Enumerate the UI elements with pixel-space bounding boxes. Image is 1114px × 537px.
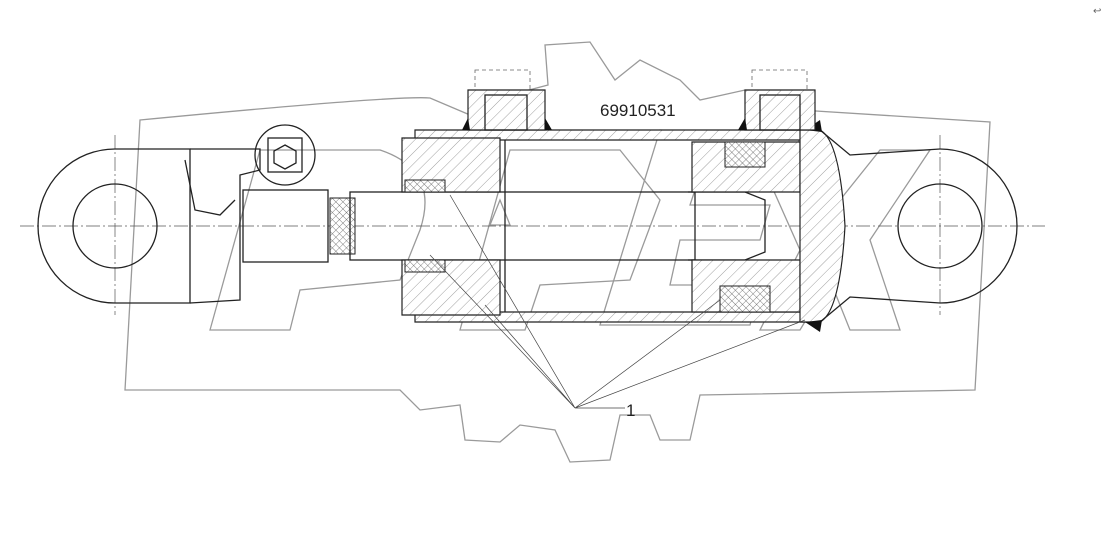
piston-rod <box>349 191 696 261</box>
rod-end-eye <box>37 124 356 304</box>
cylinder-eye <box>897 148 1018 304</box>
callout-label: 1 <box>626 401 635 420</box>
port-left <box>462 69 552 131</box>
corner-mark-icon: ↩ <box>1093 6 1101 17</box>
callout-leaders <box>429 194 806 409</box>
watermark-logo <box>124 41 991 463</box>
port-right <box>738 69 816 131</box>
cylinder-tube <box>401 120 941 332</box>
part-number: 69910531 <box>600 101 676 120</box>
